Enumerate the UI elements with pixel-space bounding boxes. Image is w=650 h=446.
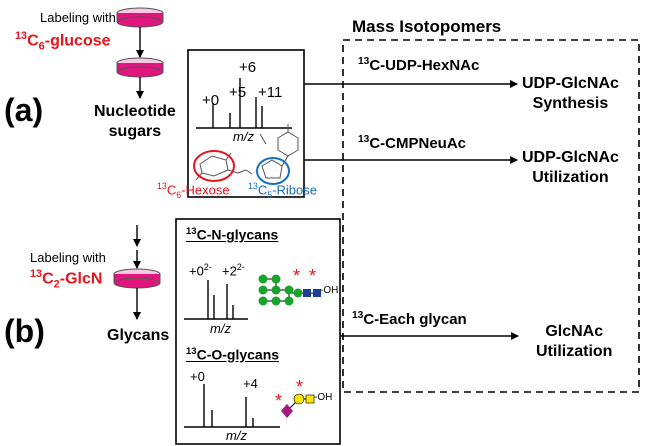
oglycan-oh: -OH [314, 392, 333, 403]
nglycan-structure-icon [258, 274, 321, 306]
nglycan-oh: -OH [320, 285, 339, 296]
spectrum-nglycan [184, 280, 248, 320]
nucleotide-sugar-box [187, 49, 305, 198]
glycan-box [175, 218, 341, 445]
nglycan-asterisk-1: * [293, 266, 301, 286]
panel-a-tracer: 13C6-glucose [15, 30, 111, 53]
outcome-udp-glcnac-utilization: UDP-GlcNAc Utilization [522, 149, 619, 186]
outcome-udp-glcnac-synthesis: UDP-GlcNAc Synthesis [522, 75, 619, 112]
peak-label-plus6: +6 [239, 59, 257, 76]
oglycan-asterisk-1: * [275, 391, 283, 411]
oglycan-heading: 13C-O-glycans [186, 346, 280, 363]
peak-label-plus11: +11 [258, 84, 283, 101]
oglycan-peak-plus4: +4 [243, 376, 258, 391]
ribose-label: 13C5-Ribose [248, 181, 317, 200]
arrow-label-each-glycan: 13C-Each glycan [352, 310, 467, 328]
oglycan-asterisk-2: * [296, 377, 304, 397]
glycans-label: Glycans [107, 327, 170, 344]
mass-isotopomers-box [342, 39, 640, 393]
arrow-label-cmpneuac: 13C-CMPNeuAc [358, 134, 467, 152]
ribose-highlight [256, 157, 290, 185]
arrow-label-udp-hexnac: 13C-UDP-HexNAc [358, 56, 480, 74]
panel-b-labeling-with: Labeling with [30, 250, 106, 265]
culture-dish-a2 [116, 57, 164, 78]
nglycan-heading: 13C-N-glycans [186, 226, 279, 243]
panel-a-label: (a) [4, 92, 44, 128]
culture-dish-b [113, 268, 161, 289]
spectrum-oglycan [184, 384, 280, 428]
spectrum-a [196, 78, 292, 129]
peak-label-plus0: +0 [202, 92, 220, 109]
oglycan-peak-plus0: +0 [190, 369, 205, 384]
nglycan-asterisk-2: * [309, 266, 317, 286]
panel-b-tracer: 13C2-GlcN [30, 268, 103, 291]
panel-a-labeling-with: Labeling with [40, 10, 116, 25]
axis-label-mz-nglycan: m/z [210, 321, 231, 336]
axis-label-mz-oglycan: m/z [226, 428, 247, 443]
nucleotide-sugars-label: Nucleotide sugars [94, 103, 176, 140]
culture-dish-a [116, 7, 164, 28]
mass-isotopomers-heading: Mass Isotopomers [352, 17, 502, 36]
nglycan-peak-plus0: +02- [189, 262, 212, 279]
axis-label-mz-a: m/z [233, 129, 254, 144]
hexose-label: 13C6-Hexose [157, 181, 230, 200]
oglycan-structure-icon [281, 393, 315, 418]
nucleotide-sugar-structure [195, 124, 299, 181]
panel-b-label: (b) [4, 313, 45, 349]
hexose-highlight [193, 150, 235, 182]
nglycan-peak-plus2: +22- [222, 262, 245, 279]
peak-label-plus5: +5 [229, 84, 247, 101]
outcome-glcnac-utilization: GlcNAc Utilization [536, 323, 613, 360]
